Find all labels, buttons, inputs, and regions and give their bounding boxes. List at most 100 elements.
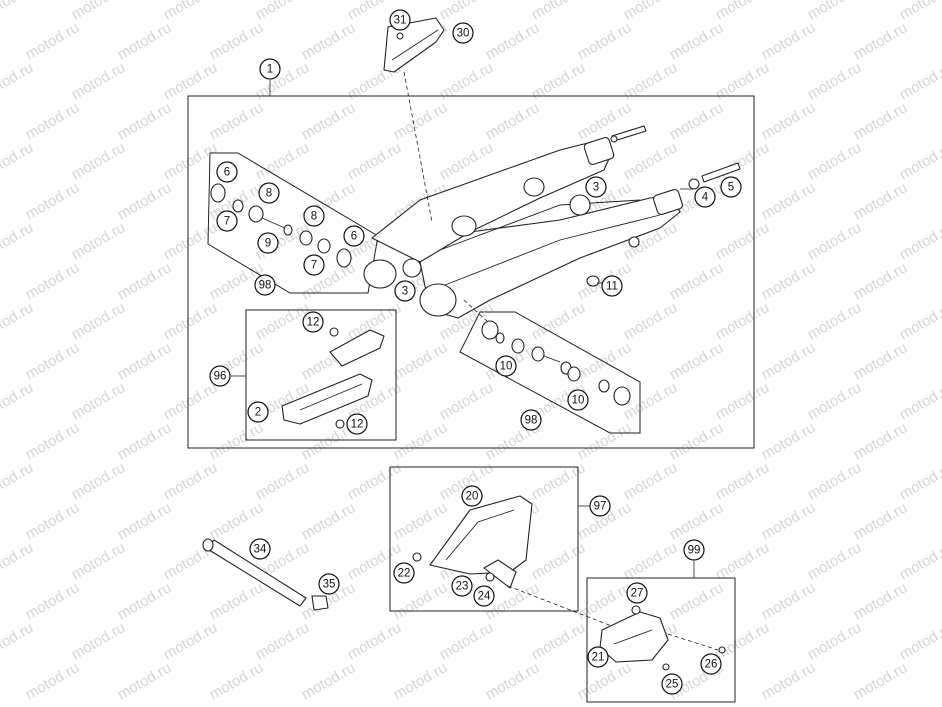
watermark-text: motod.ru — [115, 659, 175, 703]
watermark-text: motod.ru — [851, 99, 911, 143]
watermark-text: motod.ru — [713, 299, 773, 343]
watermark-text: motod.ru — [391, 499, 451, 543]
callout-circle — [520, 409, 542, 431]
watermark-text: motod.ru — [207, 99, 267, 143]
callout-label: 10 — [572, 395, 585, 407]
watermark-text: motod.ru — [0, 379, 36, 423]
chain-slider-panel — [245, 309, 397, 441]
watermark-text: motod.ru — [621, 459, 681, 503]
watermark-text: motod.ru — [0, 539, 36, 583]
callout-label: 22 — [398, 568, 411, 580]
callout-label: 26 — [705, 659, 718, 671]
watermark-text: motod.ru — [759, 179, 819, 223]
callout-98b: 98 — [520, 409, 542, 431]
leader-guide — [667, 633, 719, 651]
watermark-text: motod.ru — [667, 19, 727, 63]
callout-label: 96 — [214, 371, 227, 383]
watermark-text: motod.ru — [667, 579, 727, 623]
callout-label: 9 — [265, 238, 271, 250]
callout-circle — [258, 182, 280, 204]
bearing-kit-left-parts — [210, 183, 352, 268]
watermark-text: motod.ru — [805, 539, 865, 583]
callout-label: 12 — [351, 419, 364, 431]
watermark-text: motod.ru — [851, 19, 911, 63]
watermark-text: motod.ru — [529, 619, 589, 663]
callout-circle — [303, 254, 325, 276]
rear-axle — [202, 538, 329, 611]
watermark-text: motod.ru — [345, 459, 405, 503]
watermark-text: motod.ru — [23, 259, 83, 303]
watermark-text: motod.ru — [23, 99, 83, 143]
watermark-text: motod.ru — [483, 99, 543, 143]
callout-label: 35 — [323, 579, 336, 591]
watermark-text: motod.ru — [207, 579, 267, 623]
watermark-text: motod.ru — [299, 99, 359, 143]
watermark-text: motod.ru — [207, 659, 267, 703]
callout-circle — [254, 274, 276, 296]
callout-25: 25 — [661, 673, 683, 695]
callout-6b: 6 — [343, 225, 365, 247]
watermark-text: motod.ru — [345, 619, 405, 663]
watermark-text: motod.ru — [69, 139, 129, 183]
callout-label: 3 — [402, 286, 408, 298]
callout-circle — [346, 413, 368, 435]
watermark-text: motod.ru — [897, 539, 942, 583]
watermark-text: motod.ru — [805, 459, 865, 503]
callout-label: 7 — [311, 260, 317, 272]
watermark-text: motod.ru — [0, 459, 36, 503]
watermark-text: motod.ru — [805, 139, 865, 183]
callout-circle — [461, 485, 483, 507]
watermark-text: motod.ru — [391, 339, 451, 383]
callout-label: 24 — [478, 591, 491, 603]
watermark-text: motod.ru — [897, 299, 942, 343]
watermark-text: motod.ru — [713, 59, 773, 103]
watermark-text: motod.ru — [621, 0, 681, 23]
callout-label: 12 — [307, 317, 320, 329]
callout-21: 21 — [587, 646, 609, 668]
watermark-text: motod.ru — [575, 579, 635, 623]
callout-10a: 10 — [495, 355, 517, 377]
watermark-text: motod.ru — [667, 99, 727, 143]
callout-12a: 12 — [302, 311, 324, 333]
callout-circle — [249, 538, 271, 560]
callout-circle — [394, 280, 416, 302]
callout-label: 8 — [266, 188, 272, 200]
callout-circle — [626, 582, 648, 604]
callout-circle — [451, 575, 473, 597]
watermark-text: motod.ru — [161, 299, 221, 343]
watermark-text: motod.ru — [621, 139, 681, 183]
callout-circle — [247, 401, 269, 423]
callout-circle — [318, 573, 340, 595]
watermark-text: motod.ru — [897, 219, 942, 263]
callout-circle — [343, 225, 365, 247]
watermark-text: motod.ru — [851, 339, 911, 383]
watermark-text: motod.ru — [115, 99, 175, 143]
callout-8b: 8 — [303, 205, 325, 227]
callout-label: 2 — [255, 407, 261, 419]
watermark-text: motod.ru — [437, 379, 497, 423]
watermark-text: motod.ru — [805, 379, 865, 423]
callout-1: 1 — [259, 58, 281, 80]
callout-4: 4 — [694, 186, 716, 208]
watermark-text: motod.ru — [0, 619, 36, 663]
callout-label: 31 — [394, 15, 407, 27]
watermark-text: motod.ru — [391, 579, 451, 623]
watermark-text: motod.ru — [0, 59, 36, 103]
callout-label: 98 — [259, 280, 272, 292]
callout-27: 27 — [626, 582, 648, 604]
callout-circle — [216, 210, 238, 232]
callout-31: 31 — [389, 9, 411, 31]
watermark-text: motod.ru — [897, 619, 942, 663]
callout-99: 99 — [683, 539, 705, 561]
callout-label: 97 — [594, 501, 607, 513]
watermark-text: motod.ru — [161, 0, 221, 23]
watermark-text: motod.ru — [759, 579, 819, 623]
watermark-text: motod.ru — [253, 139, 313, 183]
watermark-text: motod.ru — [621, 379, 681, 423]
callout-circle — [589, 495, 611, 517]
watermark-text: motod.ru — [621, 59, 681, 103]
callout-circle — [601, 275, 623, 297]
watermark-text: motod.ru — [805, 0, 865, 23]
